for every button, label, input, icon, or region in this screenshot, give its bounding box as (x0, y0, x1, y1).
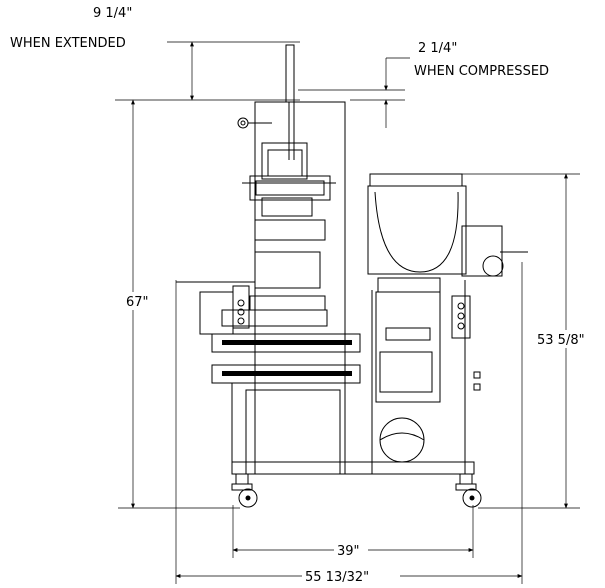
cutting-chamber (379, 351, 433, 393)
overall-height-label: 67" (126, 295, 149, 310)
hopper-height-label: 53 5/8" (537, 333, 585, 348)
lock-knob-icon (237, 117, 249, 129)
compressed-text-label: WHEN COMPRESSED (414, 64, 549, 79)
press-cylinder (261, 197, 313, 217)
die-plate (249, 295, 326, 311)
compressed-value-label: 2 1/4" (418, 41, 457, 56)
left-panel-button-2 (237, 308, 245, 316)
motor-pulley-icon (482, 255, 504, 277)
press-clamp-inner (255, 180, 325, 196)
extended-value-label: 9 1/4" (93, 6, 132, 21)
lock-knob-center-icon (240, 120, 246, 126)
cutter-housing (221, 309, 328, 327)
press-clamp (249, 175, 331, 201)
press-head-inner (267, 149, 303, 177)
left-side-guard (199, 291, 234, 335)
wheel-left-icon (238, 488, 258, 508)
mixer-motor (461, 225, 503, 277)
dimension-labels: 9 1/4" WHEN EXTENDED 67" 2 1/4" WHEN COM… (10, 6, 600, 585)
right-panel-button-3 (457, 322, 465, 330)
press-head (261, 142, 308, 180)
right-panel-button-2 (457, 312, 465, 320)
collection-drum (379, 417, 425, 463)
left-panel-button-3 (237, 317, 245, 325)
lower-cabinet (245, 389, 341, 475)
extruder-collar (377, 277, 441, 293)
lower-conveyor-belt (222, 371, 352, 376)
left-panel-button-1 (237, 299, 245, 307)
wheel-left (231, 473, 258, 508)
piston-rod (285, 44, 295, 103)
fitting-1 (473, 371, 481, 379)
dimension-lines (115, 41, 580, 584)
hopper-lid (369, 173, 463, 187)
right-control-panel (451, 295, 471, 339)
die-block (254, 251, 321, 289)
lower-conveyor (211, 364, 361, 384)
upper-conveyor-belt (222, 340, 352, 345)
right-panel-button-1 (457, 302, 465, 310)
extruder-die (385, 327, 431, 341)
wheel-right (455, 473, 482, 508)
wheel-right-icon (462, 488, 482, 508)
mixer-tub (367, 185, 467, 275)
fitting-2 (473, 383, 481, 391)
upper-conveyor (211, 333, 361, 353)
extended-text-label: WHEN EXTENDED (10, 36, 126, 51)
overall-width-label: 55 13/32" (305, 570, 369, 585)
pasta-machine (176, 44, 528, 508)
press-block (254, 219, 326, 241)
wheelbase-width-label: 39" (337, 544, 360, 559)
base-frame (231, 461, 475, 475)
left-control-panel (232, 285, 250, 329)
mixer-bowl-curve (374, 191, 459, 273)
extruder-column (375, 291, 441, 403)
drum-rim (379, 432, 425, 441)
